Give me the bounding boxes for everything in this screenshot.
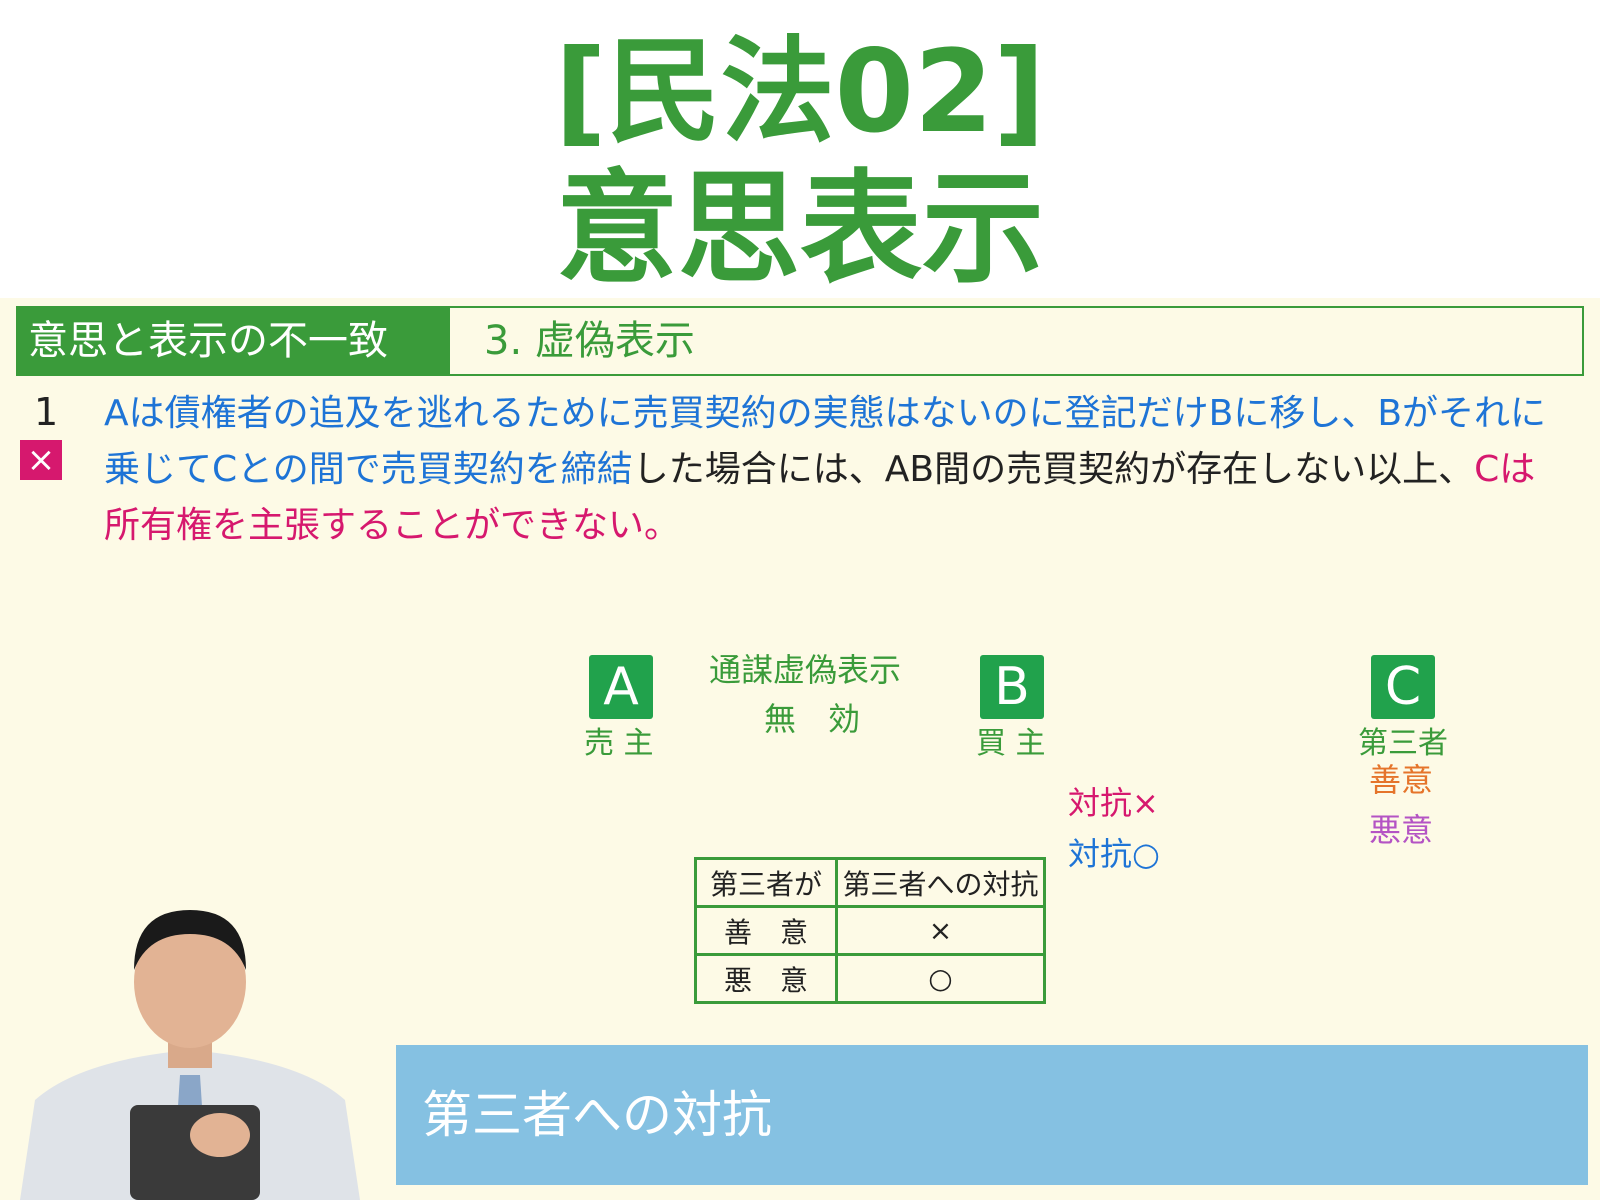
- table-header-cell: 第三者への対抗: [835, 857, 1046, 908]
- judgment-table: 第三者が 第三者への対抗 善 意 × 悪 意 ○: [694, 857, 1046, 1004]
- presenter-figure: [20, 910, 360, 1200]
- invalid-label: 無 効: [764, 700, 861, 738]
- question-text: Aは債権者の追及を逃れるために売買契約の実態はないのに登記だけBに移し、Bがそれ…: [104, 386, 1564, 554]
- table-cell: 善 意: [694, 905, 838, 956]
- arrow-blue-target: 悪意: [1369, 811, 1434, 849]
- table-header-cell: 第三者が: [694, 857, 838, 908]
- node-b-role: 買 主: [976, 726, 1046, 761]
- question-number: 1: [34, 390, 59, 434]
- table-cell: ○: [835, 953, 1046, 1004]
- presenter-face: [134, 916, 246, 1048]
- page-title: [民法02]: [554, 25, 1046, 158]
- node-c-role: 第三者: [1358, 726, 1448, 761]
- table-cell: 悪 意: [694, 953, 838, 1004]
- section-header: 意思と表示の不一致 3. 虚偽表示: [16, 306, 1584, 376]
- question-segment-black: した場合には、AB間の売買契約が存在しない以上、: [632, 449, 1475, 490]
- table-cell: ×: [835, 905, 1046, 956]
- caption-bar: 第三者への対抗: [396, 1045, 1588, 1185]
- page-subtitle: 意思表示: [556, 158, 1044, 300]
- node-c-box: C: [1371, 655, 1435, 719]
- arrow-pink-target: 善意: [1369, 761, 1434, 799]
- presenter-hair: [134, 910, 246, 970]
- node-a-role: 売 主: [584, 726, 654, 761]
- section-topic: 3. 虚偽表示: [484, 318, 695, 364]
- question-segment-pink: Cは所有権を主張することができない。: [104, 449, 1536, 546]
- node-a-box: A: [589, 655, 653, 719]
- table-row: 善 意 ×: [694, 905, 1046, 956]
- section-category: 意思と表示の不一致: [18, 308, 450, 374]
- node-b-box: B: [980, 655, 1044, 719]
- table-header-row: 第三者が 第三者への対抗: [694, 857, 1046, 908]
- table-row: 悪 意 ○: [694, 953, 1046, 1004]
- answer-badge: ×: [20, 440, 62, 480]
- arrow-blue-label: 対抗○: [1068, 835, 1160, 873]
- presenter-hand: [190, 1113, 250, 1157]
- link-label: 通謀虚偽表示: [709, 651, 902, 689]
- arrow-pink-label: 対抗×: [1068, 784, 1159, 822]
- question-segment-blue: Aは債権者の追及を逃れるために売買契約の実態はないのに登記だけBに移し、Bがそれ…: [104, 393, 1547, 490]
- caption-text: 第三者への対抗: [422, 1086, 772, 1144]
